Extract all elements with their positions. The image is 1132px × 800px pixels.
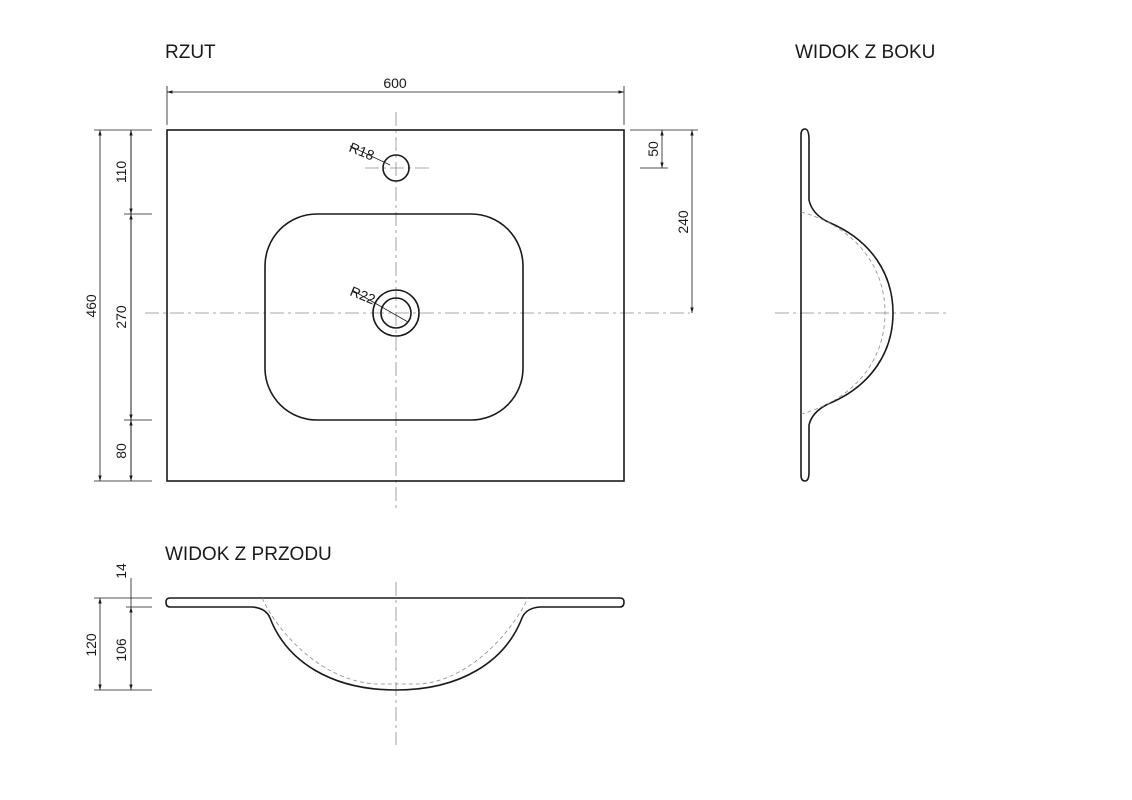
plan-view: R18 R22 600 460 110 270 80 50 24 <box>83 75 698 512</box>
side-inner-hidden <box>800 211 886 415</box>
front-inner-hidden <box>261 597 529 685</box>
depth-dimension-label: 460 <box>83 294 99 318</box>
tap-hole-radius-label: R18 <box>347 139 377 164</box>
bowl-depth-label: 270 <box>113 305 129 329</box>
bowl-outline <box>264 213 524 421</box>
tap-hole-radius-leader <box>349 145 391 166</box>
drain-radius-label: R22 <box>348 283 378 308</box>
drain-radius-leader <box>351 289 409 323</box>
total-height-label: 120 <box>83 633 99 657</box>
back-margin-label: 80 <box>113 443 129 459</box>
drain-outer <box>372 289 420 337</box>
tap-margin-label: 110 <box>113 161 129 184</box>
width-dimension-label: 600 <box>383 75 407 91</box>
drain-inner <box>380 297 412 329</box>
front-view: 14 120 106 <box>83 563 625 745</box>
side-view <box>775 128 950 482</box>
front-profile <box>165 597 625 691</box>
basin-outline <box>166 129 625 482</box>
slab-thickness-label: 14 <box>113 563 129 579</box>
plan-view-title: RZUT <box>165 42 216 63</box>
side-view-title: WIDOK Z BOKU <box>795 42 935 63</box>
front-view-title: WIDOK Z PRZODU <box>165 544 332 565</box>
bowl-height-label: 106 <box>113 638 129 662</box>
tap-offset-label: 50 <box>645 141 661 157</box>
drain-offset-label: 240 <box>675 210 691 234</box>
side-profile <box>800 128 894 482</box>
tap-hole <box>382 154 410 182</box>
